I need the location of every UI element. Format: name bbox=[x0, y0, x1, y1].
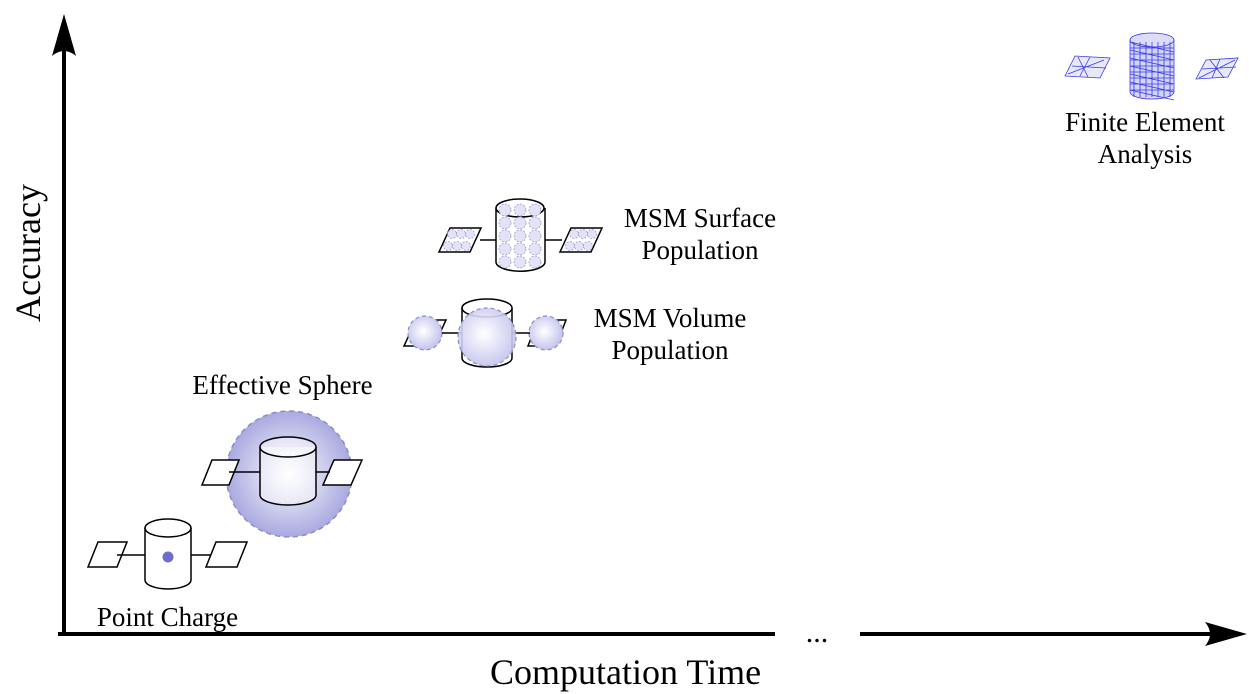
y-axis-arrowhead bbox=[52, 14, 76, 56]
x-axis-arrowhead bbox=[1205, 622, 1247, 646]
surface-sphere bbox=[565, 241, 575, 251]
bus-cylinder bbox=[259, 447, 317, 506]
surface-sphere bbox=[443, 241, 453, 251]
msm-volume-model bbox=[402, 298, 568, 368]
volume-sphere-right bbox=[528, 315, 564, 351]
volume-sphere-left bbox=[407, 315, 443, 351]
point-charge-model bbox=[86, 518, 249, 590]
surface-sphere bbox=[583, 241, 593, 251]
solar-panel-right bbox=[321, 459, 364, 486]
surface-sphere bbox=[461, 241, 471, 251]
fea-model bbox=[1064, 32, 1239, 101]
msm-volume-label: MSM Volume Population bbox=[570, 302, 770, 366]
surface-sphere bbox=[456, 229, 466, 239]
surface-sphere-group bbox=[443, 203, 597, 269]
y-axis-label: Accuracy bbox=[8, 184, 48, 322]
surface-sphere bbox=[498, 255, 512, 269]
msm-volume-label-line-2: Population bbox=[611, 335, 729, 365]
charge-dot bbox=[162, 551, 174, 563]
fea-label: Finite Element Analysis bbox=[1045, 106, 1245, 170]
fea-mesh-lines bbox=[1067, 41, 1237, 101]
fea-mesh bbox=[1064, 32, 1239, 101]
point-charge-label-line-1: Point Charge bbox=[96, 602, 239, 632]
surface-sphere bbox=[498, 216, 512, 230]
surface-sphere bbox=[528, 229, 542, 243]
surface-sphere bbox=[587, 229, 597, 239]
x-axis-break-ellipsis: ... bbox=[806, 616, 829, 649]
x-axis-label: Computation Time bbox=[490, 652, 762, 692]
effective-sphere-label: Effective Sphere bbox=[170, 369, 395, 401]
msm-surface-model bbox=[437, 198, 604, 272]
solar-panel-left bbox=[200, 459, 241, 486]
surface-sphere bbox=[498, 242, 512, 256]
solar-panel-right bbox=[204, 541, 249, 568]
surface-sphere bbox=[569, 229, 579, 239]
surface-sphere bbox=[447, 229, 457, 239]
surface-sphere bbox=[528, 216, 542, 230]
surface-sphere bbox=[513, 216, 527, 230]
surface-sphere bbox=[498, 203, 512, 217]
surface-sphere bbox=[498, 229, 512, 243]
effective-sphere-model bbox=[200, 410, 364, 538]
surface-sphere bbox=[513, 203, 527, 217]
surface-sphere bbox=[465, 229, 475, 239]
point-charge-label: Point Charge bbox=[60, 601, 275, 633]
surface-sphere bbox=[528, 203, 542, 217]
surface-sphere bbox=[574, 241, 584, 251]
solar-panel-left bbox=[86, 541, 129, 568]
effective-sphere-label-line-1: Effective Sphere bbox=[192, 370, 373, 400]
surface-sphere bbox=[452, 241, 462, 251]
x-axis bbox=[58, 622, 1247, 646]
surface-sphere bbox=[513, 242, 527, 256]
fea-label-line-2: Analysis bbox=[1097, 139, 1193, 169]
fea-label-line-1: Finite Element bbox=[1065, 107, 1225, 137]
msm-surface-label-line-2: Population bbox=[641, 235, 759, 265]
volume-sphere-center bbox=[457, 307, 517, 367]
surface-sphere bbox=[513, 255, 527, 269]
surface-sphere bbox=[578, 229, 588, 239]
surface-sphere bbox=[528, 255, 542, 269]
surface-sphere bbox=[528, 242, 542, 256]
surface-sphere bbox=[513, 229, 527, 243]
msm-surface-label: MSM Surface Population bbox=[600, 202, 800, 266]
msm-volume-label-line-1: MSM Volume bbox=[593, 303, 747, 333]
y-axis bbox=[52, 14, 76, 636]
msm-surface-label-line-1: MSM Surface bbox=[623, 203, 777, 233]
